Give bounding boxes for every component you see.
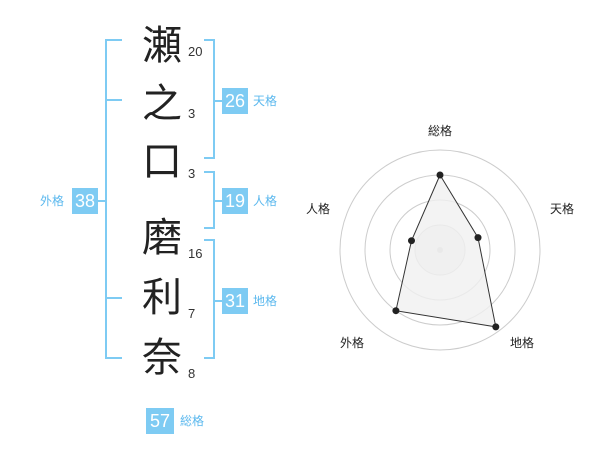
radar-point-5 bbox=[408, 237, 415, 245]
tenkaku-value: 26 bbox=[222, 88, 248, 114]
stroke-count-4: 16 bbox=[188, 246, 203, 261]
stroke-count-5: 7 bbox=[188, 306, 196, 321]
radar-point-4 bbox=[392, 307, 400, 315]
stroke-count-2: 3 bbox=[188, 106, 196, 121]
jinkaku-label: 人格 bbox=[253, 194, 278, 208]
radar-point-3 bbox=[492, 323, 500, 331]
radar-axis-label-tenkaku: 天格 bbox=[550, 202, 575, 216]
gaikaku-bracket bbox=[105, 39, 122, 359]
name-char-2: 之 bbox=[142, 81, 182, 127]
gaikaku-value: 38 bbox=[72, 188, 98, 214]
stroke-count-6: 8 bbox=[188, 366, 196, 381]
name-char-3: 口 bbox=[142, 139, 182, 185]
radar-polygon bbox=[395, 173, 497, 328]
stroke-count-3: 3 bbox=[188, 166, 196, 181]
soukaku-value: 57 bbox=[146, 408, 174, 434]
chikaku-bracket bbox=[204, 239, 215, 359]
tenkaku-label: 天格 bbox=[253, 94, 278, 108]
name-char-6: 奈 bbox=[142, 335, 182, 381]
radar-ring-4 bbox=[339, 149, 541, 351]
chikaku-value: 31 bbox=[222, 288, 248, 314]
radar-point-2 bbox=[474, 234, 482, 242]
radar-point-1 bbox=[436, 171, 444, 179]
gaikaku-label: 外格 bbox=[40, 194, 65, 208]
radar-axis-label-soukaku: 総格 bbox=[428, 124, 453, 138]
name-char-5: 利 bbox=[142, 275, 182, 321]
name-char-1: 瀬 bbox=[142, 23, 182, 69]
radar-axis-label-gaikaku: 外格 bbox=[340, 336, 365, 350]
stroke-count-1: 20 bbox=[188, 44, 203, 59]
jinkaku-value: 19 bbox=[222, 188, 248, 214]
name-char-4: 磨 bbox=[142, 215, 182, 261]
radar-axis-label-jinkaku: 人格 bbox=[306, 202, 331, 216]
soukaku-label: 総格 bbox=[180, 414, 205, 428]
tenkaku-bracket bbox=[204, 39, 215, 159]
chikaku-label: 地格 bbox=[253, 294, 278, 308]
radar-axis-label-chikaku: 地格 bbox=[510, 336, 535, 350]
